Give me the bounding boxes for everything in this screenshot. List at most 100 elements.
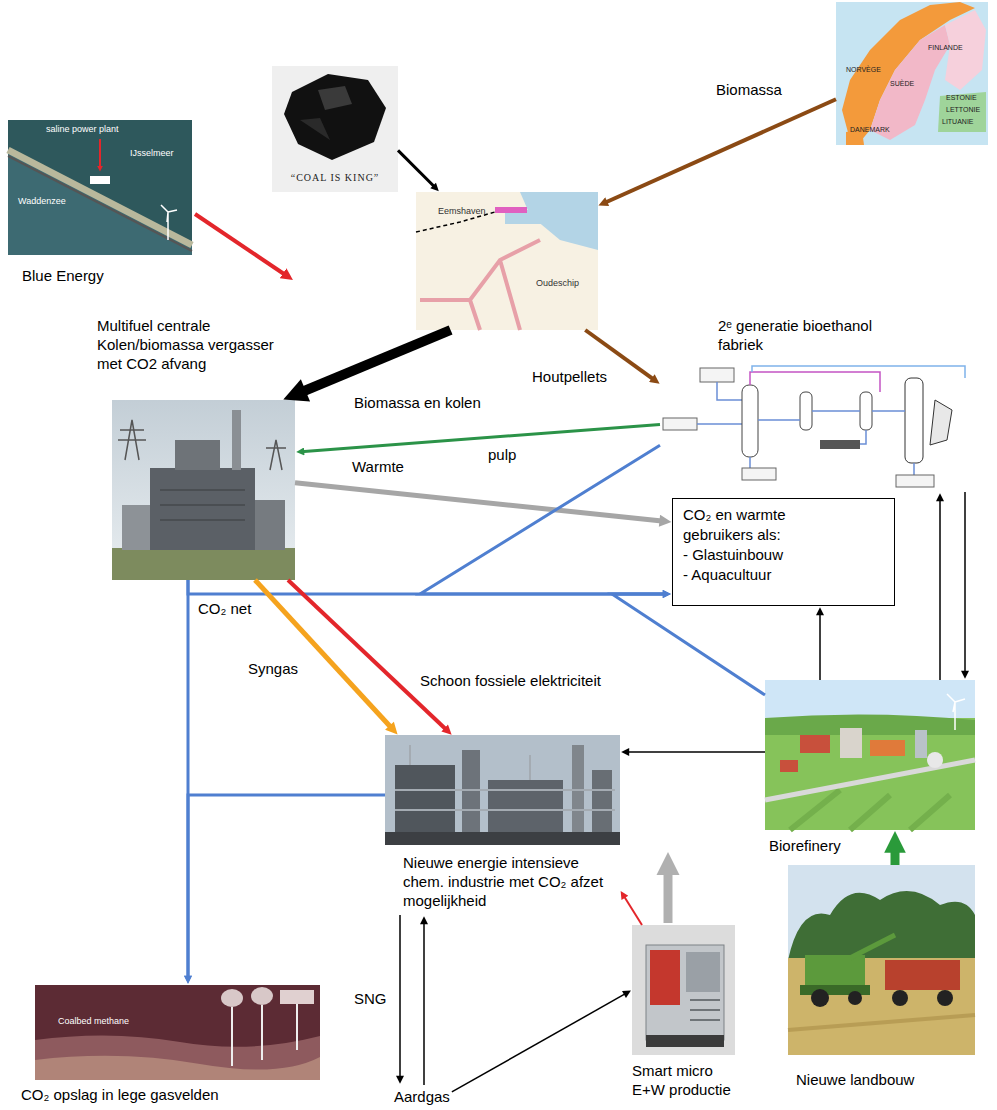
biorefinery-node: Biorefinery — [765, 680, 975, 830]
co2-storage-illustration-part — [251, 987, 273, 1005]
bioethanol-process-diagram-part — [930, 400, 952, 445]
connector-label: pulp — [486, 446, 518, 463]
flow-arrow — [420, 445, 666, 594]
box-text: CO₂ en warmte gebruikers als: — [683, 505, 833, 545]
power-plant-photo-part — [232, 410, 241, 470]
flow-arrow — [297, 330, 451, 394]
flow-arrow — [626, 751, 765, 753]
caption: “COAL IS KING” — [272, 172, 398, 185]
user-box: CO₂ en warmte gebruikers als:- Glastuinb… — [672, 498, 895, 606]
heat-arrow-part — [664, 866, 673, 923]
bioethanol-process-diagram-part — [905, 378, 923, 463]
biorefinery-illustration-part — [765, 760, 975, 800]
micro-chp-photo — [632, 925, 735, 1055]
coal-photo — [272, 66, 398, 192]
connector-label: SNG — [352, 990, 389, 1007]
bioethanol-process-diagram-part — [750, 411, 914, 475]
flow-arrow — [423, 921, 425, 1085]
chemical-plant-photo-part — [395, 745, 615, 810]
map-label: LETTONIE — [946, 106, 980, 114]
harvest-node: Nieuwe landbouw — [788, 865, 975, 1055]
caption: Eemshaven — [438, 206, 486, 217]
blue-energy-photo-part — [161, 205, 177, 240]
blue-energy-photo — [8, 120, 192, 255]
flow-arrow — [964, 492, 966, 674]
biorefinery-illustration-part — [780, 760, 798, 772]
harvest-photo-part — [811, 989, 829, 1007]
co2-storage-illustration-part — [280, 990, 314, 1004]
harbor-map — [416, 192, 598, 330]
bioethanol-process-diagram-part — [820, 440, 860, 449]
flow-arrow — [188, 795, 385, 979]
biorefinery-illustration-part — [947, 694, 965, 730]
bioethanol-process-diagram — [660, 362, 990, 492]
harvest-photo-part — [848, 991, 862, 1005]
co2-storage-illustration-part — [35, 1035, 320, 1080]
scandinavia-map-part — [938, 92, 986, 132]
flow-arrow — [819, 612, 821, 680]
biorefinery-illustration-part — [790, 790, 950, 830]
biorefinery-illustration-part — [765, 714, 975, 735]
blue-energy-node: Blue Energy — [8, 120, 192, 255]
map-label: ESTONIE — [946, 94, 977, 102]
coal-photo-part — [318, 86, 352, 110]
co2-storage-illustration-part — [35, 1056, 320, 1080]
chemical-plant-photo-part — [572, 745, 584, 845]
bioethanol-process-diagram-part — [663, 418, 697, 430]
coal-photo-part — [272, 66, 398, 192]
photo-label: Waddenzee — [18, 196, 66, 206]
flow-arrow — [939, 498, 941, 680]
chemical-plant-photo — [385, 735, 620, 845]
power-plant-photo-part — [255, 500, 285, 550]
harvest-photo — [788, 865, 975, 1055]
flow-arrow — [891, 844, 900, 865]
harvest-photo-part — [788, 891, 975, 960]
box-text: Aardgas — [394, 1087, 450, 1106]
coal-photo-part — [300, 118, 330, 140]
connector-label: Biomassa en kolen — [352, 394, 483, 411]
micro-chp-node: Smart micro E+W productie — [632, 925, 735, 1055]
map-label: FINLANDE — [928, 44, 963, 52]
power-plant-photo-part — [112, 548, 295, 580]
harvest-photo-part — [937, 990, 953, 1006]
power-plant-node: Multifuel centrale Kolen/biomassa vergas… — [112, 400, 295, 580]
flow-arrow — [295, 483, 664, 521]
bioethanol-process-diagram-part — [700, 368, 734, 382]
caption: Blue Energy — [22, 266, 104, 285]
box-text: - Aquacultuur — [683, 565, 884, 585]
bioethanol-process-diagram-part — [660, 362, 990, 492]
bioethanol-process-diagram-part — [697, 382, 742, 424]
map-label: SUÈDE — [890, 80, 914, 88]
flow-arrow — [301, 424, 660, 451]
power-plant-photo-part — [175, 440, 220, 470]
connector-label: Schoon fossiele elektriciteit — [418, 672, 603, 689]
chemical-plant-photo-part — [462, 750, 480, 845]
coal-node: “COAL IS KING” — [272, 66, 398, 192]
bioethanol-process-diagram-part — [800, 392, 812, 430]
micro-chp-photo-part — [646, 945, 724, 1040]
map-label: LITUANIE — [942, 118, 974, 126]
power-plant-photo-part — [112, 400, 295, 580]
electricity-arrow-part — [195, 214, 287, 276]
harvest-photo-part — [850, 935, 895, 958]
storage-node: CO₂ opslag in lege gasvelden — [35, 985, 320, 1080]
co2-storage-illustration — [35, 985, 320, 1080]
biorefinery-illustration-part — [915, 730, 927, 758]
micro-chp-photo-part — [650, 950, 680, 1005]
flow-arrow — [399, 915, 401, 1079]
blue-energy-photo-part — [90, 176, 110, 184]
flow-arrow — [398, 150, 435, 187]
photo-label: IJsselmeer — [130, 148, 174, 158]
blue-energy-photo-part — [99, 139, 101, 168]
power-plant-photo — [112, 400, 295, 580]
connector-label: Warmte — [350, 458, 406, 475]
micro-chp-photo-part — [686, 952, 720, 992]
micro-chp-photo-part — [646, 1035, 724, 1047]
caption: Nieuwe landbouw — [796, 1070, 914, 1089]
harvest-photo-part — [892, 990, 908, 1006]
electricity-arrow — [195, 214, 287, 276]
harbor-map-part — [495, 207, 527, 213]
caption: Biomassa — [716, 80, 782, 99]
blue-energy-photo-part — [8, 120, 192, 255]
flow-arrow — [612, 594, 765, 695]
